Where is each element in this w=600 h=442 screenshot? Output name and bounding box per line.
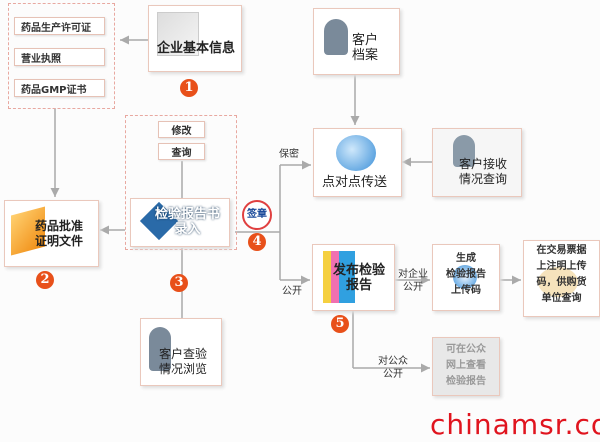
person-icon [149, 327, 171, 371]
customer-archive-node[interactable]: 客户档案 [313, 8, 400, 75]
step-badge-5: 5 [331, 315, 349, 333]
cert-production-license[interactable]: 药品生产许可证 [14, 17, 105, 35]
query-button[interactable]: 查询 [158, 143, 205, 160]
report-entry-group [125, 115, 237, 250]
customer-check-label: 客户查验情况浏览 [159, 347, 208, 376]
magnifier-globe-icon [453, 265, 477, 289]
to-public-label: 对公众公开 [378, 356, 408, 380]
generate-code-node[interactable]: 生成检验报告上传码 [432, 244, 500, 311]
p2p-label: 点对点传送 [322, 175, 388, 190]
step-badge-2: 2 [36, 271, 54, 289]
to-company-label: 对企业公开 [398, 269, 428, 293]
step-badge-4: 4 [248, 233, 266, 251]
company-info-node[interactable]: 企业基本信息 [148, 5, 242, 72]
invoice-node[interactable]: 在交易票据上注明上传码，供购货单位查询 [523, 240, 600, 317]
cert-gmp[interactable]: 药品GMP证书 [14, 79, 105, 97]
invoice-label: 在交易票据上注明上传码，供购货单位查询 [536, 245, 587, 304]
edit-button[interactable]: 修改 [158, 121, 205, 138]
approval-doc-node[interactable]: 药品批准证明文件 [4, 200, 99, 267]
public-label: 公开 [282, 286, 302, 297]
seal-stamp: 签章 [242, 200, 272, 230]
report-entry-node[interactable]: 检验报告书录入 [130, 198, 230, 247]
step-badge-1: 1 [180, 79, 198, 97]
customer-check-node[interactable]: 客户查验情况浏览 [140, 318, 222, 386]
publish-report-node[interactable]: 发布检验报告 [312, 244, 395, 311]
public-view-node[interactable]: 可在公众网上查看检验报告 [432, 337, 500, 396]
person-icon [324, 19, 348, 55]
building-icon [157, 12, 199, 56]
report-entry-label: 检验报告书录入 [155, 207, 221, 237]
generate-code-label: 生成检验报告上传码 [446, 253, 486, 296]
cert-business-license[interactable]: 营业执照 [14, 48, 105, 66]
invoice-icon [538, 267, 578, 297]
watermark: chinamsr.com [430, 408, 600, 441]
publish-report-label: 发布检验报告 [333, 263, 386, 293]
approval-doc-label: 药品批准证明文件 [35, 219, 84, 248]
books-icon [323, 251, 355, 303]
globe-icon [336, 135, 376, 171]
customer-receive-node[interactable]: 客户接收情况查询 [432, 128, 522, 197]
public-view-label: 可在公众网上查看检验报告 [446, 344, 486, 387]
person-icon [453, 135, 475, 167]
customer-archive-label: 客户档案 [352, 33, 379, 63]
certificate-group [8, 3, 115, 109]
p2p-node[interactable]: 点对点传送 [313, 128, 402, 197]
customer-receive-label: 客户接收情况查询 [459, 157, 508, 186]
step-badge-3: 3 [170, 274, 188, 292]
confidential-label: 保密 [279, 149, 299, 160]
company-info-label: 企业基本信息 [157, 41, 236, 56]
